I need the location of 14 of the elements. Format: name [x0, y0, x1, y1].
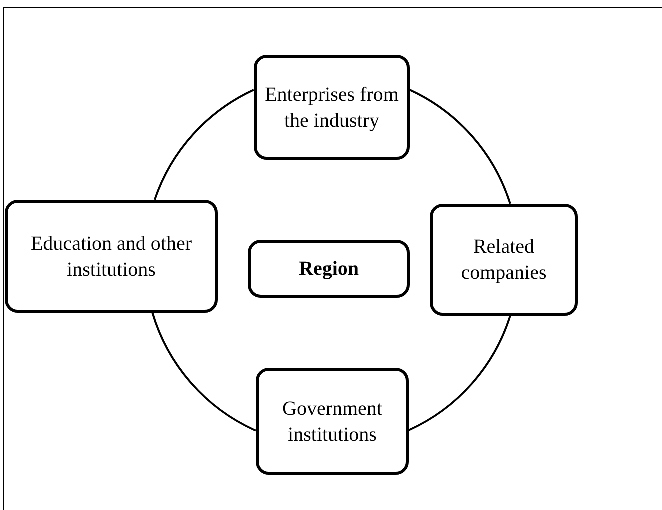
connector-arc	[408, 316, 512, 432]
box-label: Enterprises from the industry	[264, 82, 400, 134]
process-box	[5, 200, 218, 313]
process-box	[256, 368, 409, 475]
box-label: Education and other institutions	[30, 232, 194, 282]
center-box	[248, 240, 410, 298]
process-box	[254, 55, 410, 160]
connector-arc	[154, 89, 254, 200]
connector-arc	[410, 89, 512, 204]
process-box	[430, 204, 578, 316]
box-label: Government institutions	[282, 396, 384, 448]
box-label: Related companies	[460, 235, 548, 286]
box-label: Region	[299, 257, 359, 282]
connector-arc	[152, 312, 256, 432]
